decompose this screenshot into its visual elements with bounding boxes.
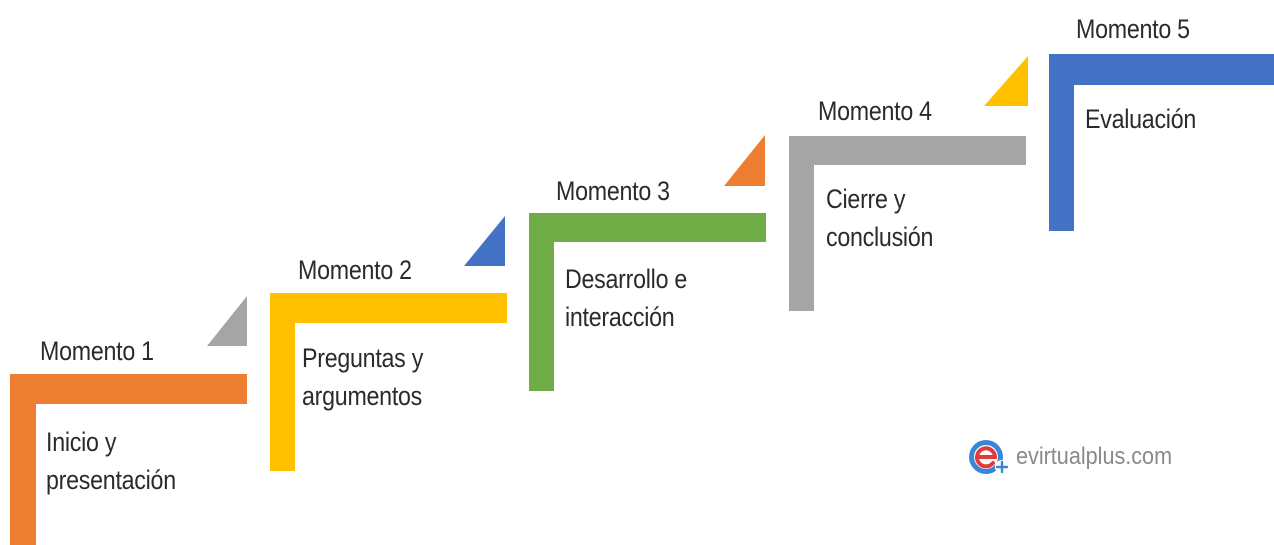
step-3-triangle xyxy=(724,135,765,186)
step-5-title: Momento 5 xyxy=(1076,14,1190,44)
step-5-description: Evaluación xyxy=(1085,100,1196,138)
step-1-description-line-1: Inicio y xyxy=(46,427,117,457)
step-4-description: Cierre y conclusión xyxy=(826,180,933,256)
step-3-description-line-1: Desarrollo e xyxy=(565,264,688,294)
step-4-title: Momento 4 xyxy=(818,96,932,126)
step-1-description-line-2: presentación xyxy=(46,465,176,495)
step-1-title: Momento 1 xyxy=(40,336,154,366)
brand-logo: evirtualplus.com xyxy=(966,437,1189,477)
brand-text: evirtualplus.com xyxy=(1016,443,1173,470)
step-2-description-line-1: Preguntas y xyxy=(302,343,424,373)
step-4-description-line-1: Cierre y xyxy=(826,184,906,214)
step-2-bar-vertical xyxy=(270,293,295,471)
step-1-bar-vertical xyxy=(10,374,36,545)
step-4-triangle xyxy=(984,56,1028,106)
step-2-triangle xyxy=(464,216,505,266)
step-2-title: Momento 2 xyxy=(298,255,412,285)
step-2-description-line-2: argumentos xyxy=(302,381,423,411)
step-3-bar-horizontal xyxy=(529,213,766,242)
step-3-description-line-2: interacción xyxy=(565,302,675,332)
step-4-bar-vertical xyxy=(789,136,814,311)
step-1-description: Inicio y presentación xyxy=(46,423,176,499)
step-1-triangle xyxy=(207,296,247,346)
evirtualplus-logo-icon xyxy=(969,440,1009,474)
step-3-title: Momento 3 xyxy=(556,176,670,206)
step-5-bar-horizontal xyxy=(1049,54,1274,85)
step-4-bar-horizontal xyxy=(789,136,1026,165)
step-5-bar-vertical xyxy=(1049,54,1074,231)
step-3-description: Desarrollo e interacción xyxy=(565,260,687,336)
step-1-bar-horizontal xyxy=(10,374,247,404)
step-5-description-line-1: Evaluación xyxy=(1085,104,1197,134)
step-2-bar-horizontal xyxy=(270,293,507,323)
step-4-description-line-2: conclusión xyxy=(826,222,934,252)
step-2-description: Preguntas y argumentos xyxy=(302,339,423,415)
step-3-bar-vertical xyxy=(529,213,554,391)
